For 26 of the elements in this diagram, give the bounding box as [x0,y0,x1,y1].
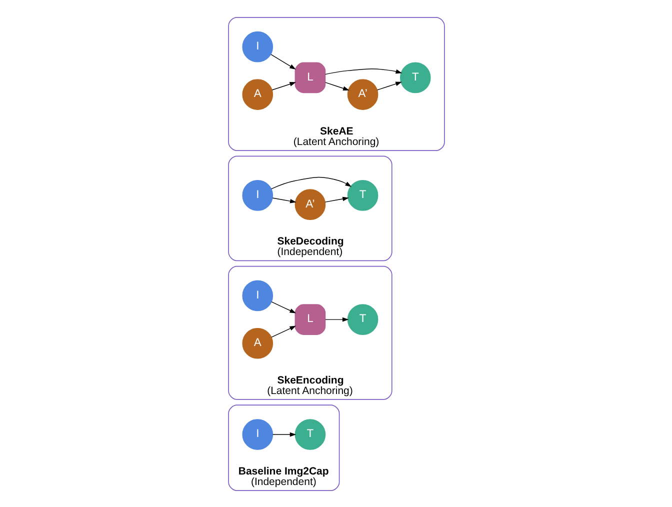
arrow [270,54,296,70]
node-circle: I [242,30,273,62]
node-circle: T [346,180,378,210]
arrow [271,82,296,90]
arrow [270,325,296,338]
node-circle: I [242,180,273,210]
node-circle: A [242,327,273,358]
arrow [324,316,348,322]
node-box: L [294,304,326,334]
arrow [376,81,402,90]
node-box: L [294,62,326,93]
node-circle: A’ [346,78,378,110]
node-circle: I [242,280,273,311]
arrow [270,301,296,313]
arrow [272,197,296,203]
node-circle: T [399,62,430,93]
arrow [324,82,349,90]
node-circle: A [242,78,273,110]
arrow [324,196,348,202]
node-circle: A’ [294,188,326,220]
arrow [270,176,352,189]
node-circle: T [346,304,378,334]
node-circle: T [294,418,326,450]
arrow [272,432,296,436]
node-circle: I [242,418,273,450]
arrow [324,68,402,74]
